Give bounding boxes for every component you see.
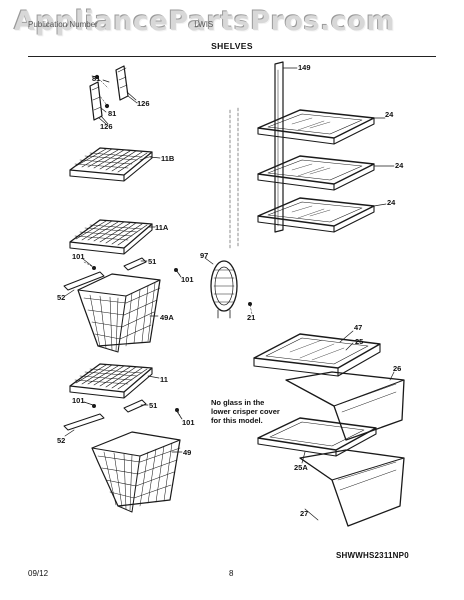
header-divider [28,56,436,57]
crisper-drawer-27 [299,449,405,527]
watermark-logo: AppliancePartsPros.com [14,6,396,37]
footer-date: 09/12 [28,569,49,578]
callout-49a: 49A [160,313,174,322]
callout-24-bottom: 24 [387,198,396,207]
callout-101-c: 101 [72,396,85,405]
callout-149: 149 [298,63,311,72]
crisper-cover-upper [253,330,381,377]
callout-126-bottom: 126 [100,122,113,131]
callout-51-a: 51 [148,257,156,266]
leader-lines [64,79,183,453]
footer-page-number: 8 [229,569,234,578]
freezer-wire-shelf-11 [69,363,153,399]
shelf-bracket-group [89,65,138,125]
wire-basket-49a [77,273,161,353]
glass-shelf-24-middle [257,155,395,191]
callout-25: 25 [355,337,363,346]
callout-81-top: 81 [92,74,100,83]
callout-101-a: 101 [72,252,85,261]
callout-101-d: 101 [182,418,195,427]
callout-11b: 11B [161,154,175,163]
callout-49: 49 [183,448,191,457]
callout-24-top: 24 [385,110,394,119]
callout-126-top: 126 [137,99,150,108]
header-publication: Publication Number [28,20,98,29]
callout-21: 21 [247,313,255,322]
callout-11: 11 [160,375,168,384]
crisper-cover-lower [257,417,377,464]
section-title: SHELVES [211,41,253,51]
callout-47: 47 [354,323,362,332]
fan-cover-97 [204,257,253,319]
callout-97: 97 [200,251,208,260]
callout-52-b: 52 [57,436,65,445]
shelf-rail-149 [229,61,298,251]
glass-shelf-24-bottom [257,197,387,233]
callout-24-middle: 24 [395,161,404,170]
callout-52-a: 52 [57,293,65,302]
callout-labels: 81 126 81 126 11B 11A 101 51 101 52 49A … [57,63,404,518]
freezer-wire-shelf-11a [69,219,153,255]
callout-81-mid: 81 [108,109,116,118]
wire-basket-49 [91,431,181,513]
crisper-drawer-26 [285,371,405,441]
callout-11a: 11A [155,223,169,232]
header-line: Publication Number LWIS [28,20,213,29]
glass-shelf-24-top [257,109,386,145]
crisper-cover-note: No glass in the lower crisper cover for … [211,398,280,425]
callout-25a: 25A [294,463,308,472]
callout-27: 27 [300,509,308,518]
model-id: SHWWHS2311NP0 [336,551,409,560]
callout-26: 26 [393,364,401,373]
basket-rails-upper [63,257,181,291]
header-model: LWIS [194,20,214,29]
freezer-wire-shelf-11b [69,147,153,182]
callout-51-b: 51 [149,401,157,410]
callout-101-b: 101 [181,275,194,284]
